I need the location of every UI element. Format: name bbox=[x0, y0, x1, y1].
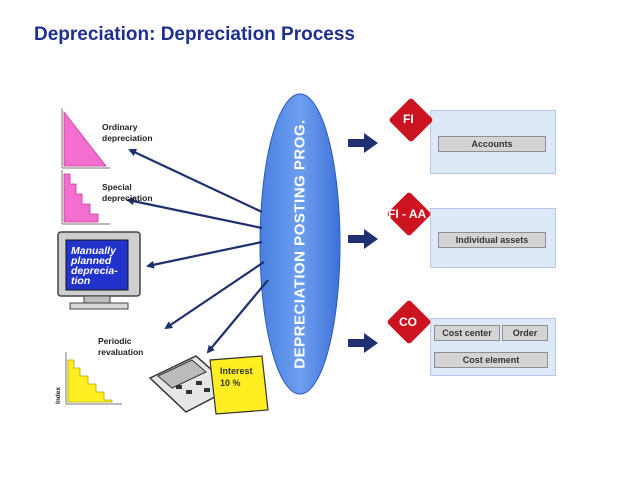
interest-label: Interest bbox=[220, 366, 253, 376]
co-badge-label: CO bbox=[399, 315, 417, 329]
individual-assets-field: Individual assets bbox=[438, 232, 546, 248]
special-depreciation-label: Special depreciation bbox=[102, 182, 153, 203]
fi-badge-label: FI bbox=[403, 112, 414, 126]
monitor-icon bbox=[57, 231, 141, 310]
ordinary-depreciation-label: Ordinary depreciation bbox=[102, 122, 153, 143]
periodic-revaluation-label: Periodic revaluation bbox=[98, 336, 144, 357]
right-arrows bbox=[348, 133, 378, 353]
left-arrows bbox=[126, 148, 269, 354]
periodic-revaluation-chart bbox=[65, 352, 122, 405]
posting-program-label: DEPRECIATION POSTING PROG. bbox=[291, 119, 309, 369]
cost-center-field: Cost center bbox=[434, 325, 500, 341]
special-depreciation-chart bbox=[61, 170, 110, 225]
cost-element-field: Cost element bbox=[434, 352, 548, 368]
page-title: Depreciation: Depreciation Process bbox=[34, 24, 355, 45]
accounts-field: Accounts bbox=[438, 136, 546, 152]
ordinary-depreciation-chart bbox=[61, 108, 110, 169]
fiaa-badge-label: FI - AA bbox=[388, 207, 427, 221]
manual-depreciation-label: Manually planned deprecia-tion bbox=[71, 245, 118, 287]
interest-value: 10 % bbox=[220, 378, 241, 388]
posting-program-ellipse bbox=[259, 93, 341, 395]
interest-memo bbox=[209, 355, 269, 415]
order-field: Order bbox=[502, 325, 548, 341]
index-axis-label: Index bbox=[54, 387, 62, 404]
